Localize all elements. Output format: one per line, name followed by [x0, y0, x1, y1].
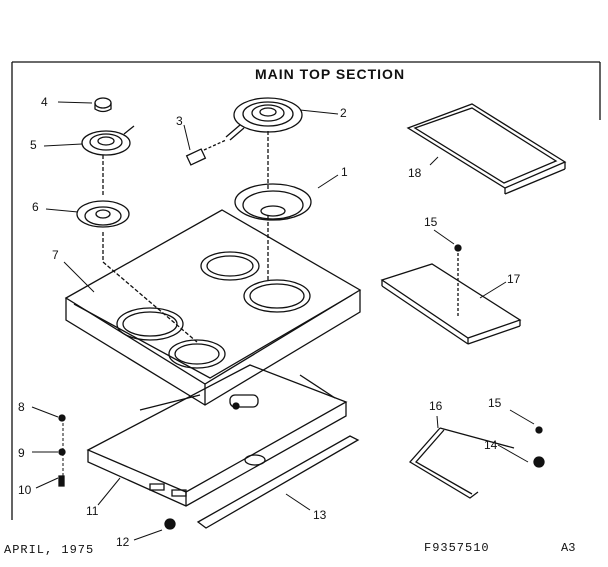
- callout-12: 12: [116, 535, 130, 549]
- nut-12: [165, 519, 175, 529]
- rear-channel: [382, 248, 520, 344]
- callout-5: 5: [30, 138, 37, 152]
- screw-10: [59, 476, 64, 486]
- callout-7: 7: [52, 248, 59, 262]
- callout-16: 16: [429, 399, 443, 413]
- knob: [95, 98, 111, 112]
- terminal-block: [187, 140, 226, 165]
- callout-9: 9: [18, 446, 25, 460]
- callout-4: 4: [41, 95, 48, 109]
- callout-14: 14: [484, 438, 498, 452]
- callout-18: 18: [408, 166, 422, 180]
- callout-8: 8: [18, 400, 25, 414]
- surface-element-small: [82, 126, 134, 195]
- fasteners: [59, 245, 544, 529]
- footer-part-number: F9357510: [424, 541, 490, 555]
- screw-8: [59, 415, 65, 421]
- burner-box: [88, 365, 346, 507]
- main-top-panel: [66, 210, 360, 406]
- support-rod: [408, 428, 514, 499]
- callout-1: 1: [341, 165, 348, 179]
- screw-15b: [536, 427, 542, 433]
- callout-13: 13: [313, 508, 327, 522]
- drip-pan-small: [77, 201, 129, 262]
- footer-page: A3: [561, 541, 576, 555]
- diagram-title: MAIN TOP SECTION: [255, 66, 406, 82]
- screw-15a: [455, 245, 461, 251]
- surface-element-coil: [226, 98, 302, 190]
- callout-17: 17: [507, 272, 521, 286]
- callout-15-top: 15: [424, 215, 438, 229]
- callout-15-bottom: 15: [488, 396, 502, 410]
- footer-date: APRIL, 1975: [4, 543, 95, 557]
- screw-9: [59, 449, 65, 455]
- callout-3: 3: [176, 114, 183, 128]
- bolt-center: [233, 403, 239, 409]
- drip-pan-large: [235, 184, 311, 220]
- callout-6: 6: [32, 200, 39, 214]
- callout-10: 10: [18, 483, 32, 497]
- front-trim-strip: [198, 436, 358, 528]
- nut-14: [534, 457, 544, 467]
- callout-2: 2: [340, 106, 347, 120]
- callout-11: 11: [86, 504, 99, 518]
- glass-panel: [408, 104, 565, 194]
